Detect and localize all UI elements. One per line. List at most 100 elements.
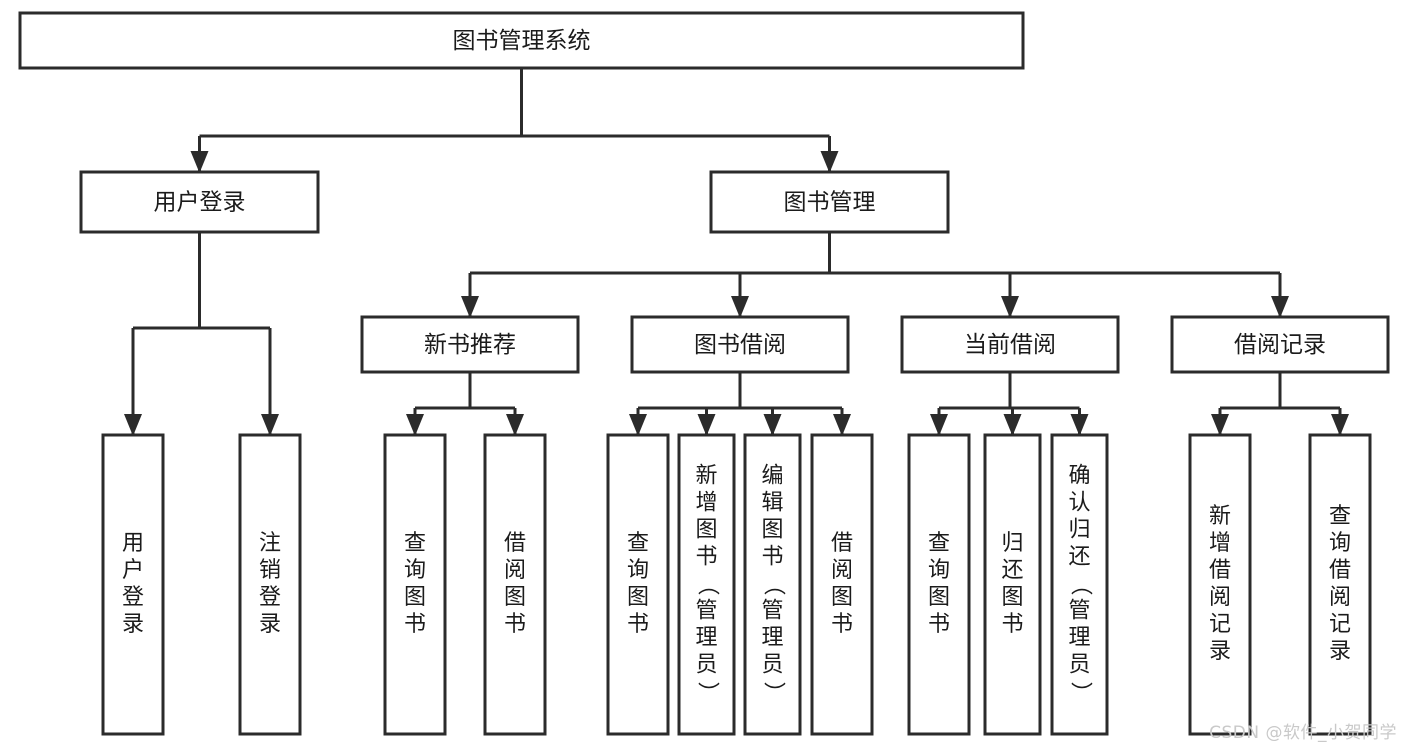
node-box xyxy=(983,433,1042,736)
node-label-char: 书 xyxy=(761,545,783,570)
node-box xyxy=(907,433,971,736)
node-level3-借阅记录-3[interactable]: 借阅记录 xyxy=(1170,315,1390,374)
node-box xyxy=(238,433,302,736)
arrow-head-icon xyxy=(1211,414,1229,436)
node-label-char: 图 xyxy=(928,585,950,610)
arrow-head-icon xyxy=(820,151,839,173)
node-label-char: 辑 xyxy=(761,491,783,516)
node-label-char: 员 xyxy=(695,653,717,678)
node-box xyxy=(79,170,320,234)
node-label-char: 询 xyxy=(1329,531,1351,556)
node-label-char: 借 xyxy=(1209,558,1231,583)
node-label-char: 登 xyxy=(122,585,144,610)
node-label-char: ） xyxy=(1068,681,1093,703)
node-label-char: 图 xyxy=(761,518,783,543)
arrow-head-icon xyxy=(833,414,851,436)
node-box xyxy=(1188,433,1252,736)
node-box xyxy=(606,433,670,736)
node-label-char: 理 xyxy=(761,626,783,651)
arrow-head-icon xyxy=(461,296,479,318)
node-label-char: （ xyxy=(1068,573,1093,595)
node-label-char: 登 xyxy=(259,585,281,610)
node-label-char: 图 xyxy=(504,585,526,610)
node-label-char: 书 xyxy=(928,612,950,637)
node-label-char: 阅 xyxy=(1329,585,1351,610)
arrow-head-icon xyxy=(763,414,782,436)
node-box xyxy=(630,315,850,374)
node-label-char: 查 xyxy=(928,531,950,556)
node-label-char: 管 xyxy=(761,599,783,624)
node-label-char: 录 xyxy=(122,612,144,637)
node-leaf-用户登录-0[interactable]: 用户登录 xyxy=(101,433,165,736)
arrow-head-icon xyxy=(930,414,948,436)
node-level3-新书推荐-0[interactable]: 新书推荐 xyxy=(360,315,580,374)
node-label-char: 阅 xyxy=(831,558,853,583)
arrow-head-icon xyxy=(1070,414,1089,436)
node-label-char: 认 xyxy=(1068,491,1090,516)
node-box xyxy=(1050,433,1109,736)
node-label-char: 书 xyxy=(627,612,649,637)
arrow-head-icon xyxy=(1001,296,1019,318)
node-label-char: 用 xyxy=(122,531,144,556)
node-box xyxy=(18,11,1025,70)
node-label-char: 确 xyxy=(1068,464,1090,489)
node-label-char: 书 xyxy=(695,545,717,570)
node-label-char: 新 xyxy=(695,464,717,489)
node-level3-图书借阅-1[interactable]: 图书借阅 xyxy=(630,315,850,374)
node-box xyxy=(810,433,874,736)
nodes-layer: 图书管理系统用户登录图书管理新书推荐图书借阅当前借阅借阅记录用户登录注销登录查询… xyxy=(18,11,1390,736)
node-label-char: 查 xyxy=(404,531,426,556)
node-label-char: 理 xyxy=(695,626,717,651)
node-label-char: 增 xyxy=(1209,531,1231,556)
node-label: 图书管理 xyxy=(784,190,876,216)
arrow-head-icon xyxy=(124,414,142,436)
node-label-char: 询 xyxy=(627,558,649,583)
arrow-head-icon xyxy=(190,151,209,173)
node-label-char: 图 xyxy=(627,585,649,610)
node-label-char: 查 xyxy=(627,531,649,556)
node-level2-图书管理-1[interactable]: 图书管理 xyxy=(709,170,950,234)
node-label-char: 图 xyxy=(695,518,717,543)
node-label: 当前借阅 xyxy=(964,332,1056,358)
node-box xyxy=(1170,315,1390,374)
node-label-char: 注 xyxy=(259,531,281,556)
node-label-char: 新 xyxy=(1209,504,1231,529)
arrow-head-icon xyxy=(261,414,279,436)
node-label-char: 管 xyxy=(695,599,717,624)
node-label-char: 编 xyxy=(761,464,783,489)
node-level2-用户登录-0[interactable]: 用户登录 xyxy=(79,170,320,234)
node-label-char: 图 xyxy=(404,585,426,610)
node-label-char: 阅 xyxy=(504,558,526,583)
node-label-char: 销 xyxy=(259,558,281,583)
node-box xyxy=(101,433,165,736)
node-label-char: 户 xyxy=(122,558,144,583)
node-box xyxy=(743,433,802,736)
node-label-char: 书 xyxy=(404,612,426,637)
node-label-char: 记 xyxy=(1329,612,1351,637)
node-label-char: 借 xyxy=(504,531,526,556)
node-level3-当前借阅-2[interactable]: 当前借阅 xyxy=(900,315,1120,374)
node-label: 新书推荐 xyxy=(424,332,516,358)
node-root-图书管理系统[interactable]: 图书管理系统 xyxy=(18,11,1025,70)
node-label-char: 记 xyxy=(1209,612,1231,637)
node-label-char: 录 xyxy=(259,612,281,637)
node-label-char: 录 xyxy=(1329,639,1351,664)
node-label-char: ） xyxy=(695,681,720,703)
node-label-char: 还 xyxy=(1001,558,1023,583)
arrow-head-icon xyxy=(629,414,647,436)
connectors-layer xyxy=(124,68,1349,436)
node-label: 图书管理系统 xyxy=(453,28,591,54)
